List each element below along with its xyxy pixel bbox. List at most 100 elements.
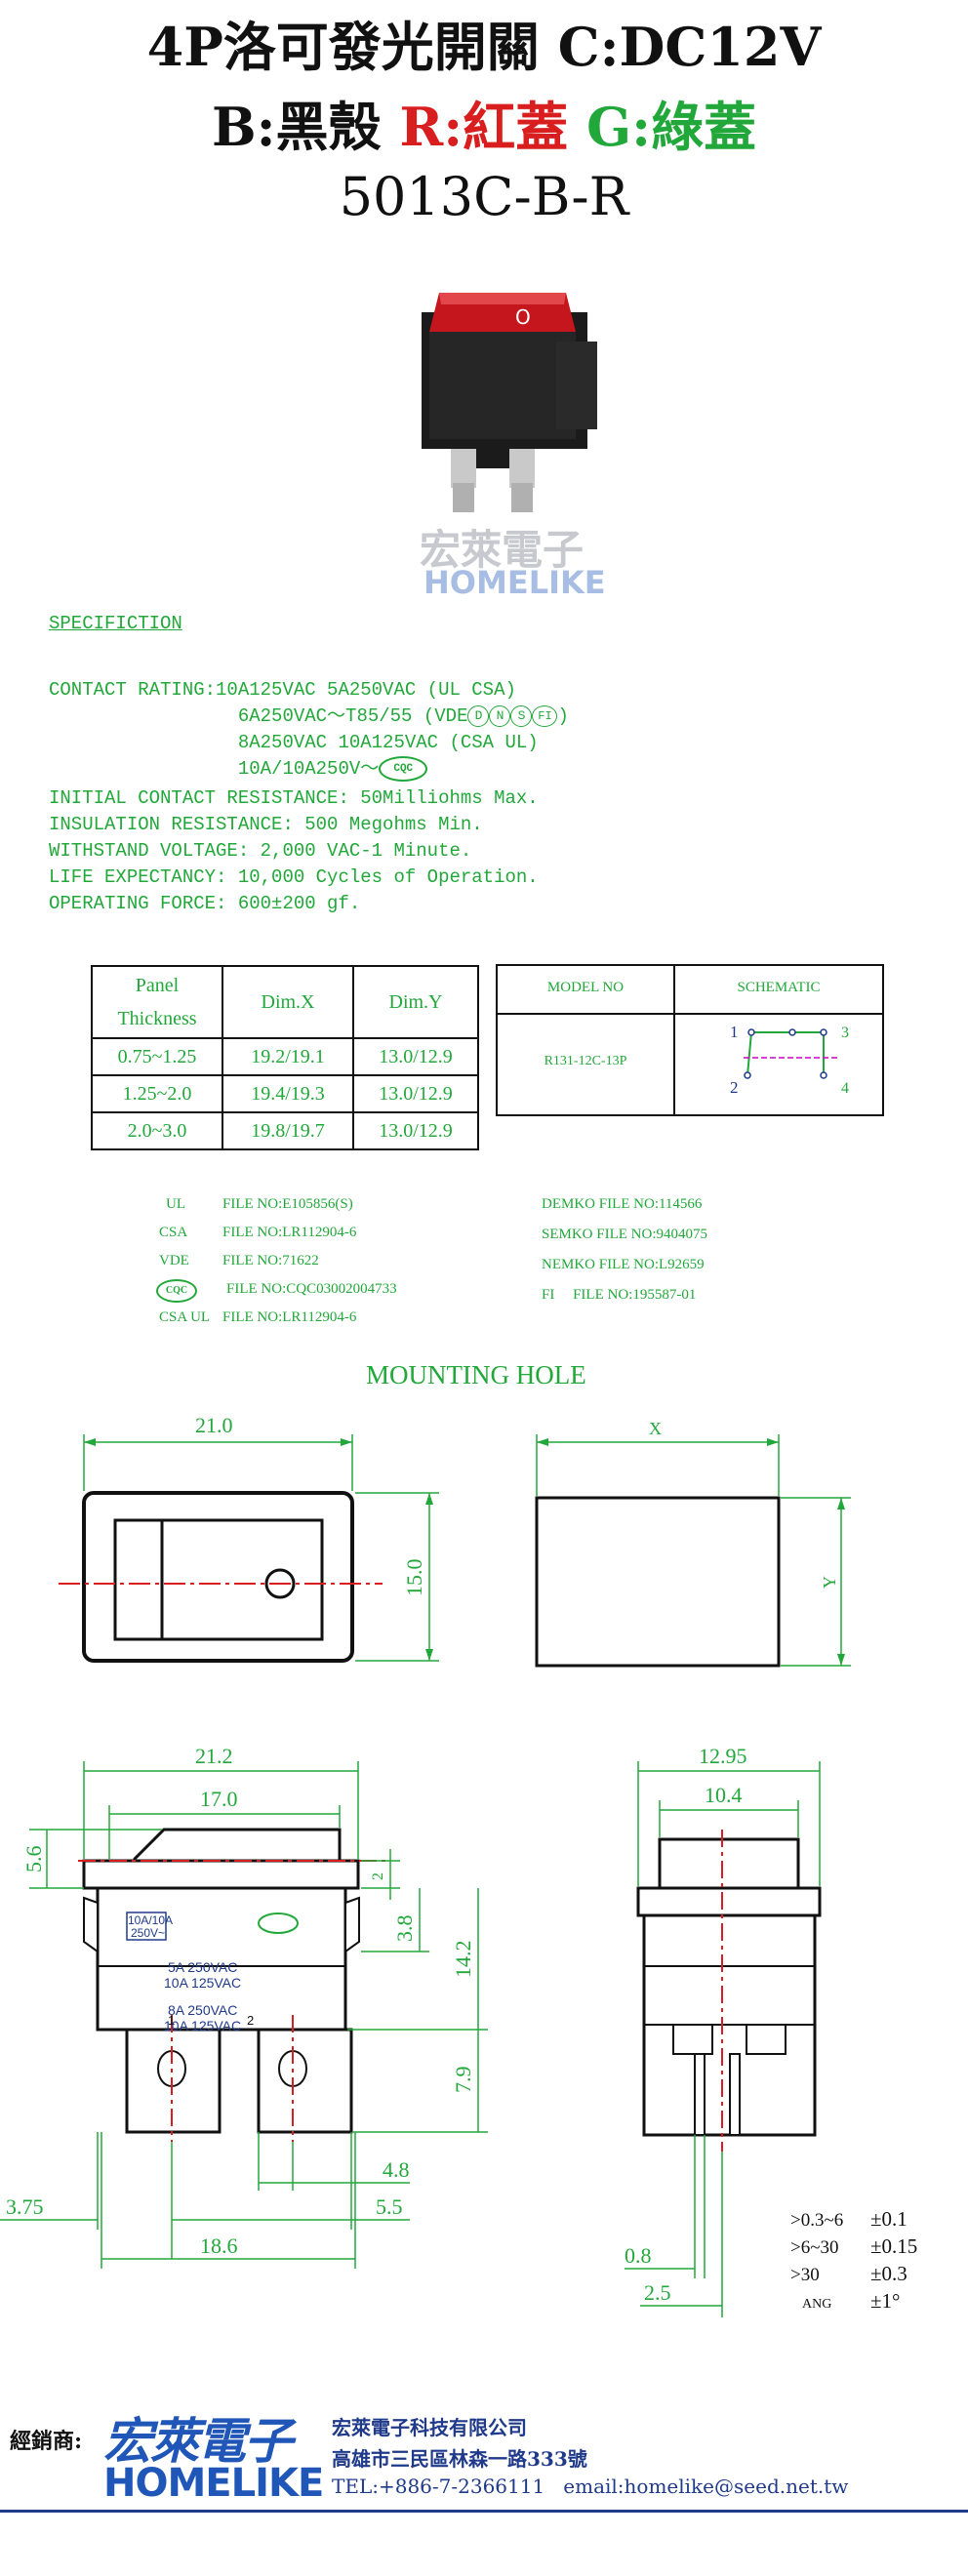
tolerance-value: ±1°: [870, 2289, 901, 2313]
header-dim-x: Dim.X: [222, 965, 354, 1039]
dim-21-0: 21.0: [195, 1413, 233, 1437]
company-name: 宏萊電子科技有限公司: [332, 2416, 527, 2439]
spec-line-7: WITHSTAND VOLTAGE: 2,000 VAC-1 Minute.: [49, 840, 472, 862]
dim-2: 2: [370, 1872, 386, 1880]
panel-thickness-table: Panel Thickness Dim.X Dim.Y 0.75~1.25 19…: [91, 965, 479, 1150]
side-end-views: 1 2 10A/10A 250V~ 5A 250VAC 10A 125VAC 8…: [0, 1744, 822, 2317]
title-red-cap: R:紅蓋: [399, 96, 569, 158]
title-black-shell: B:黑殼: [211, 96, 382, 158]
watermark-en: HOMELIKE: [424, 564, 606, 601]
file-vde: VDE FILE NO:71622: [159, 1247, 319, 1275]
footer-logo-cn: 宏萊電子: [103, 2413, 293, 2470]
file-csa: CSA FILE NO:LR112904-6: [159, 1219, 356, 1247]
body-rating-1: 10A/10A: [128, 1913, 173, 1927]
header-panel-thickness: Panel Thickness: [91, 965, 223, 1039]
vde-n-mark: N: [489, 704, 511, 727]
body-rating-4: 10A 125VAC: [164, 1975, 241, 1991]
tolerance-range: >6~30: [790, 2237, 839, 2258]
file-semko: SEMKO FILE NO:9404075: [542, 1227, 708, 1242]
tolerance-range: ANG: [802, 2297, 832, 2312]
company-address: 高雄市三民區林森一路333號: [332, 2447, 587, 2471]
file-label: VDE: [159, 1253, 189, 1268]
vde-fi-mark: FI: [532, 704, 558, 727]
body-rating-2: 250V~: [131, 1926, 165, 1940]
model-number: R131-12C-13P: [544, 1054, 627, 1068]
vde-d-mark: D: [467, 704, 490, 727]
header-schematic: SCHEMATIC: [737, 980, 821, 995]
model-schematic-table: MODEL NO SCHEMATIC R131-12C-13P 1 3 2 4: [496, 964, 884, 1116]
title-line-2: B:黑殼 R:紅蓋 G:綠蓋: [0, 84, 968, 161]
pin-2-side: 2: [247, 2013, 254, 2028]
header-model-no: MODEL NO: [546, 980, 625, 995]
dim-14-2: 14.2: [451, 1941, 475, 1979]
tolerance-table: >0.3~6 ±0.1 >6~30 ±0.15 >30 ±0.3 ANG ±1°: [790, 2207, 917, 2316]
body-rating-3: 5A 250VAC: [168, 1959, 237, 1975]
dim-5-6: 5.6: [21, 1846, 46, 1873]
dim-12-95: 12.95: [699, 1744, 747, 1768]
pin-4-label: 4: [841, 1080, 849, 1097]
dealer-label: 經銷商:: [10, 2429, 83, 2454]
cell-dim-y: 13.0/12.9: [352, 1074, 479, 1113]
dim-4-8: 4.8: [383, 2157, 410, 2182]
tolerance-range: >30: [790, 2265, 820, 2285]
dim-7-9: 7.9: [451, 2067, 475, 2094]
cell-thickness: 0.75~1.25: [91, 1037, 223, 1076]
spec-line-4: 10A/10A250V～CQC: [49, 756, 428, 783]
file-ul: UL FILE NO:E105856(S): [166, 1190, 353, 1219]
spec-line-2-text: 6A250VAC～T85/55 (VDE: [49, 705, 468, 727]
file-fi: FI FILE NO:195587-01: [542, 1287, 697, 1303]
title-line-1: 4P洛可發光開關 C:DC12V: [146, 16, 822, 78]
spec-heading: SPECIFICTION: [49, 613, 182, 634]
file-nemko: NEMKO FILE NO:L92659: [542, 1257, 705, 1272]
cell-dim-y: 13.0/12.9: [352, 1037, 479, 1076]
dim-21-2: 21.2: [195, 1744, 233, 1768]
title-green-cap: G:綠蓋: [585, 96, 757, 158]
company-contact: TEL:+886-7-2366111 email:homelike@seed.n…: [332, 2475, 849, 2498]
tolerance-row: >6~30 ±0.15: [790, 2234, 917, 2262]
dim-0-8: 0.8: [625, 2243, 652, 2268]
spec-line-8: LIFE EXPECTANCY: 10,000 Cycles of Operat…: [49, 866, 539, 888]
body-rating-5: 8A 250VAC: [168, 2002, 237, 2018]
tolerance-value: ±0.15: [870, 2234, 918, 2258]
file-value: FILE NO:E105856(S): [222, 1196, 353, 1212]
tolerance-value: ±0.1: [870, 2207, 908, 2231]
tolerance-value: ±0.3: [870, 2262, 908, 2285]
dim-3-75: 3.75: [6, 2194, 44, 2219]
dim-y: Y: [820, 1576, 839, 1589]
file-label: CSA UL: [159, 1309, 211, 1325]
table-row: 2.0~3.0 19.8/19.7 13.0/12.9: [91, 1111, 479, 1150]
dim-18-6: 18.6: [200, 2234, 238, 2258]
watermark-cn: 宏萊電子: [420, 526, 585, 574]
dim-17-0: 17.0: [200, 1787, 238, 1811]
mounting-hole-title: MOUNTING HOLE: [366, 1360, 586, 1389]
vde-s-mark: S: [510, 704, 533, 727]
svg-text:O: O: [515, 305, 531, 329]
spec-line-3: 8A250VAC 10A125VAC (CSA UL): [49, 732, 539, 753]
tolerance-row: ANG ±1°: [790, 2289, 917, 2316]
spec-line-5: INITIAL CONTACT RESISTANCE: 50Milliohms …: [49, 787, 539, 809]
cell-dim-y: 13.0/12.9: [352, 1111, 479, 1150]
file-value: FILE NO:CQC03002004733: [226, 1281, 397, 1297]
tolerance-row: >30 ±0.3: [790, 2262, 917, 2289]
schematic-diagram: 1 3 2 4: [730, 1023, 849, 1097]
cell-thickness: 1.25~2.0: [91, 1074, 223, 1113]
file-label: CSA: [159, 1225, 188, 1240]
file-value: FILE NO:71622: [222, 1253, 319, 1268]
tolerance-row: >0.3~6 ±0.1: [790, 2207, 917, 2234]
file-value: FILE NO:LR112904-6: [222, 1225, 357, 1240]
mounting-hole-drawings: 21.0 15.0 X Y: [59, 1413, 851, 1668]
cell-thickness: 2.0~3.0: [91, 1111, 223, 1150]
vde-close: ): [557, 705, 569, 727]
tolerance-range: >0.3~6: [790, 2210, 844, 2231]
dim-15-0: 15.0: [402, 1559, 426, 1597]
pin-1-side: 1: [168, 2013, 175, 2028]
pin-1-label: 1: [730, 1023, 739, 1041]
body-rating-6: 10A 125VAC: [164, 2018, 241, 2033]
footer-logo-en: HOMELIKE: [103, 2461, 324, 2506]
pin-2-label: 2: [730, 1078, 739, 1097]
file-label: UL: [166, 1196, 185, 1212]
footer-divider: [0, 2510, 968, 2513]
